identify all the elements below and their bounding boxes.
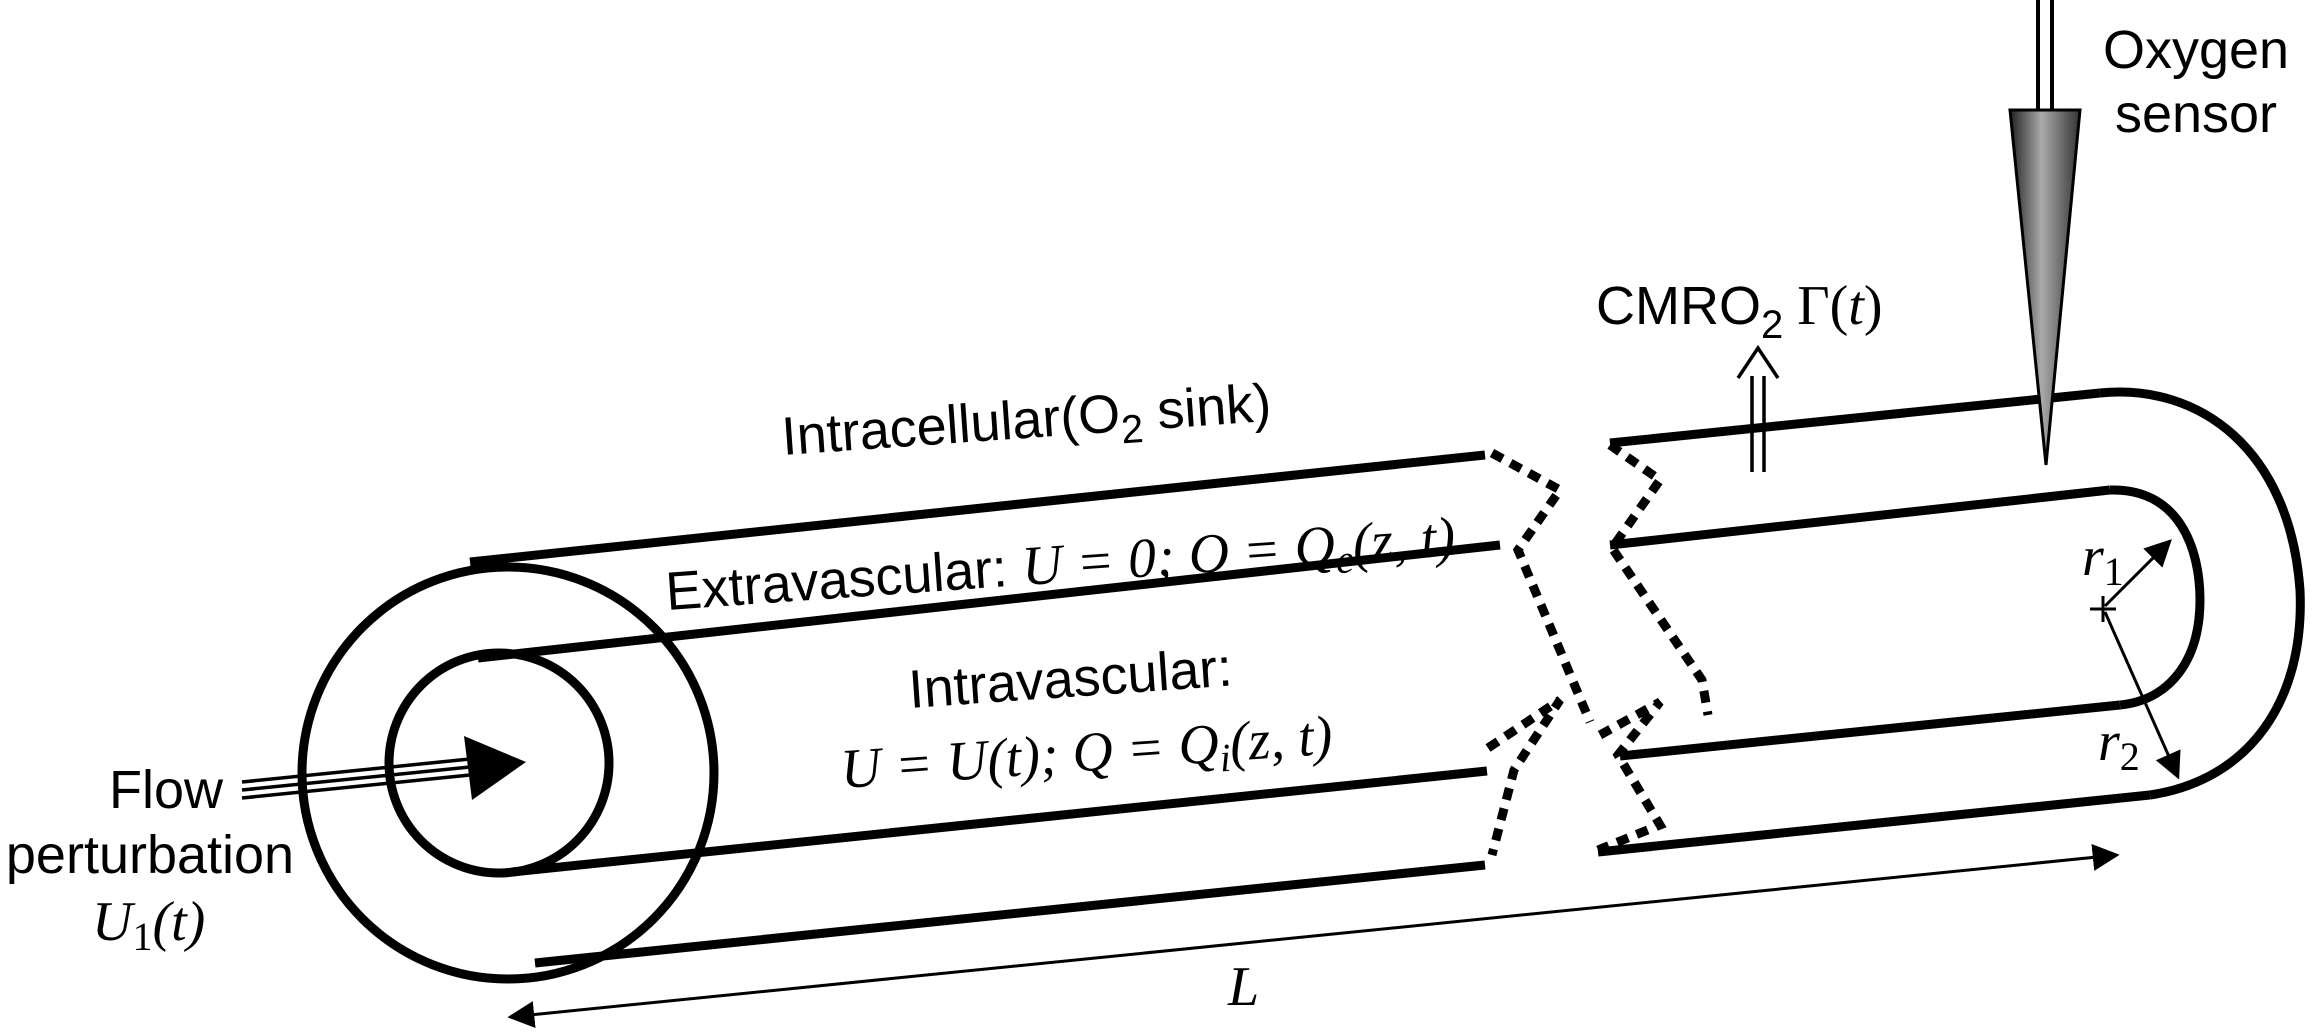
- inner-bottom-line-right: [1619, 700, 2121, 761]
- break-right-inner: [1596, 698, 1667, 855]
- length-label: L: [1227, 956, 1259, 1018]
- outer-top-line-right: [1609, 388, 2101, 448]
- outer-top-line-left: [469, 450, 1486, 567]
- flow-arrow-shaft-2: [241, 765, 471, 792]
- outer-bottom-line-right: [1597, 790, 2151, 857]
- intravascular-label: Intravascular:: [907, 638, 1235, 720]
- break-left-inner: [1485, 696, 1564, 857]
- flow-label-line1: Flow: [109, 760, 224, 820]
- flow-u1-label: U1(t): [92, 891, 205, 959]
- oxygen-sensor-probe: [2008, 108, 2082, 466]
- r1-arrow: [2103, 539, 2172, 608]
- intracellular-label: Intracellular(O2 sink): [780, 373, 1274, 476]
- flow-label-line2: perturbation: [6, 825, 294, 885]
- oxygen-sensor-label-line1: Oxygen: [2103, 20, 2289, 80]
- r2-label: r2: [2098, 711, 2140, 779]
- inner-top-line-right: [1609, 485, 2111, 550]
- flow-arrow-shaft-1: [241, 757, 471, 784]
- r1-label: r1: [2082, 526, 2124, 594]
- inner-top-line-left: [477, 540, 1501, 663]
- outer-right-cap: [2099, 387, 2305, 800]
- length-arrow: [507, 844, 2120, 1028]
- inner-right-cap: [2109, 485, 2205, 710]
- flow-arrow-shaft-3: [241, 773, 471, 800]
- break-left-outer: [1489, 449, 1595, 724]
- extravascular-label: Extravascular: U = 0; Q = Qe(z, t): [664, 506, 1458, 629]
- oxygen-sensor-label-line2: sensor: [2115, 84, 2277, 144]
- outer-bottom-line-left: [534, 860, 1486, 968]
- flow-arrow-head: [464, 736, 526, 800]
- break-right-outer: [1606, 441, 1713, 716]
- r2-arrow: [2103, 611, 2181, 780]
- cmro2-arrow-head: [1736, 344, 1780, 379]
